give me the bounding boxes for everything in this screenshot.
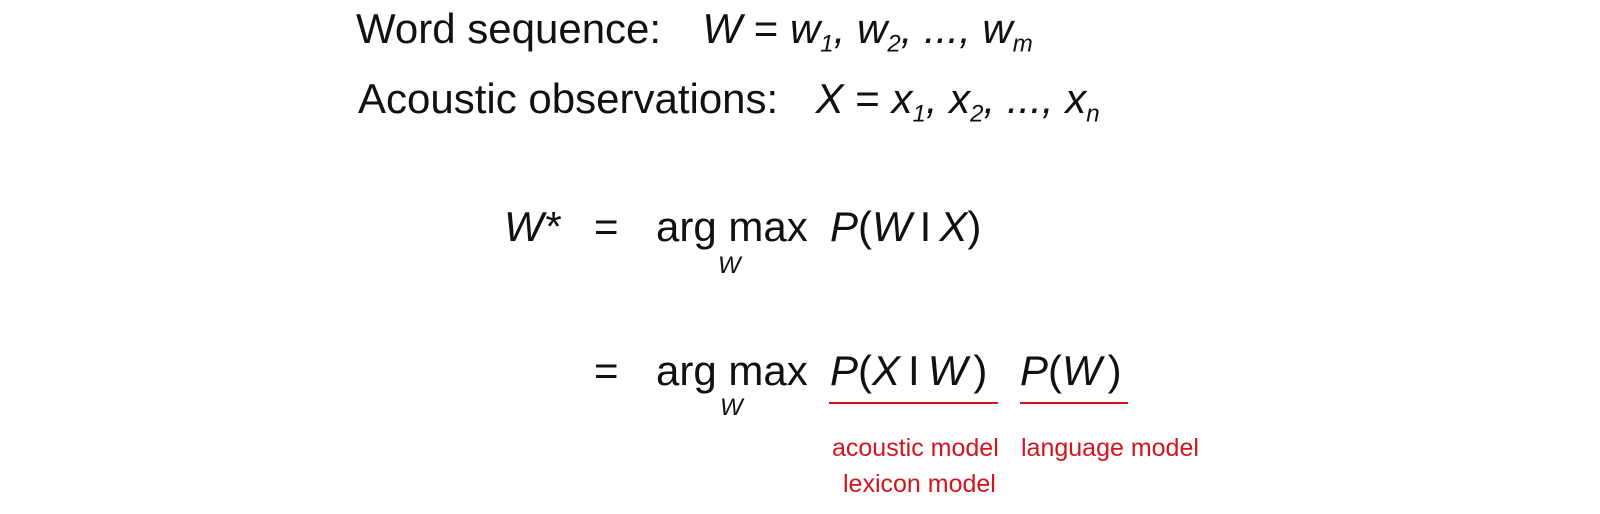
eq2-equals: = [594,347,619,394]
word-sequence-item: wm [982,5,1033,58]
acoustic-observations-line: Acoustic observations: X = x1, x2, ..., … [358,75,1100,128]
acoustic-term-underline [829,402,998,404]
acoustic-observations-item: xn [1065,75,1100,128]
acoustic-observations-item: ..., [1006,75,1054,122]
word-sequence-item: w2, [857,5,913,58]
word-sequence-var: W [702,5,743,52]
eq2-argmax: arg max [656,347,808,394]
acoustic-model-label: acoustic model [832,434,999,462]
acoustic-observations-eq: = [855,75,880,122]
eq2-language-term: P(W) [1020,347,1122,394]
word-sequence-label: Word sequence: [356,5,662,52]
acoustic-observations-item: x1, [891,75,938,128]
eq1-argmax-subscript: W [718,252,741,279]
word-sequence-item: w1, [789,5,846,58]
eq1-argmax: arg max [656,203,808,250]
lexicon-model-label: lexicon model [843,470,996,498]
acoustic-observations-item: x2, [949,75,996,128]
eq1-lhs: W* [504,203,560,250]
acoustic-observations-var: X [815,75,844,122]
eq1-equals: = [594,203,619,250]
acoustic-observations-label: Acoustic observations: [358,75,779,122]
eq2-argmax-subscript: W [720,394,743,421]
language-term-underline [1020,402,1128,404]
word-sequence-line: Word sequence: W = w1, w2, ..., wm [356,5,1033,58]
language-model-label: language model [1021,434,1199,462]
word-sequence-item: ..., [924,5,971,52]
word-sequence-eq: = [753,5,779,52]
